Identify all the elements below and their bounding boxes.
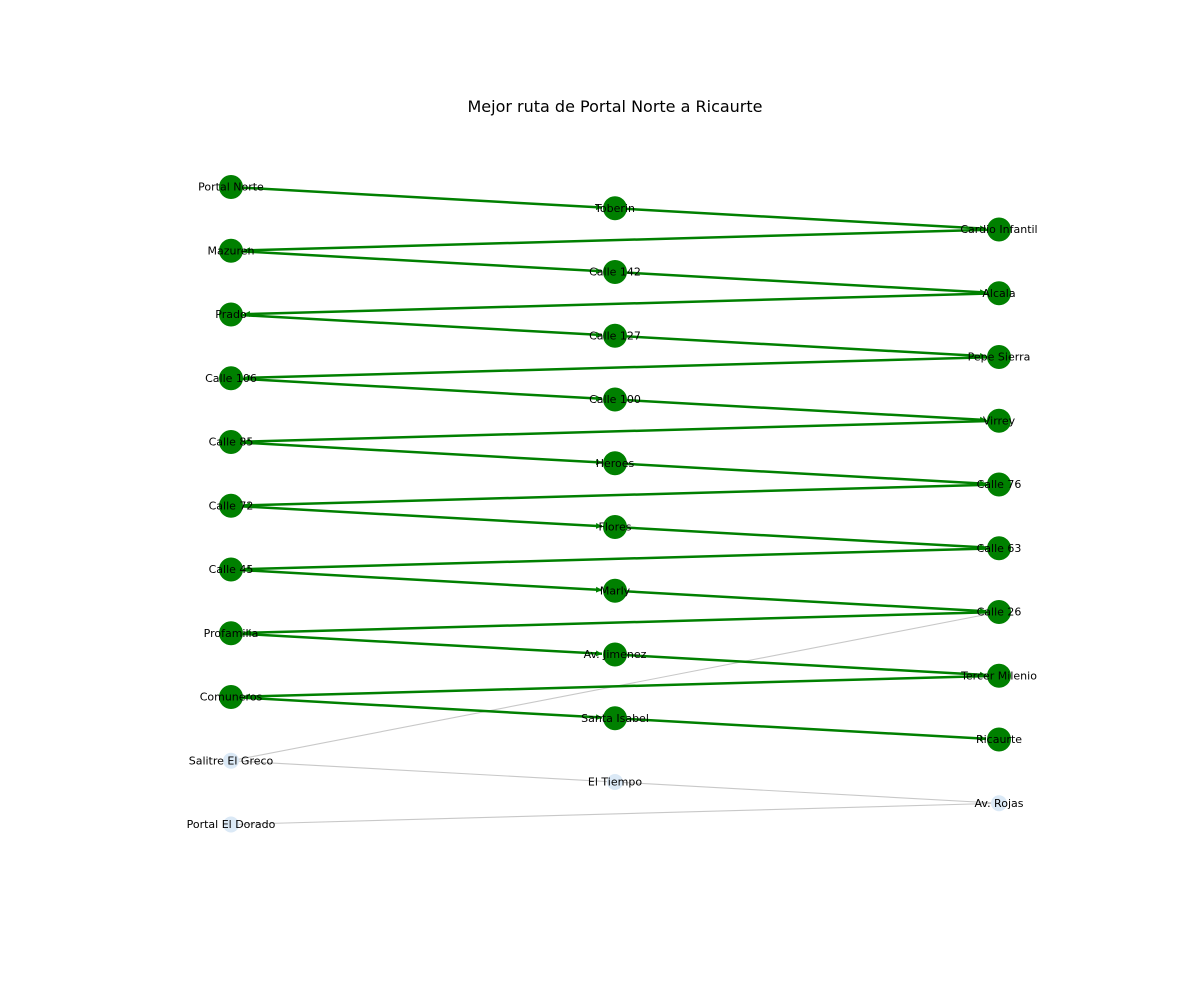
node-mazuren xyxy=(219,238,243,263)
route-edge-virrey-to-calle-85 xyxy=(243,419,1000,445)
route-edge-mazuren-to-calle-142 xyxy=(230,249,603,274)
node-el-tiempo xyxy=(607,774,623,790)
node-profamilia xyxy=(219,621,243,646)
route-edge-prado-to-calle-127 xyxy=(230,313,603,338)
node-label-calle-127: Calle 127 xyxy=(589,329,641,342)
node-label-tercer-milenio: Tercer Milenio xyxy=(960,669,1037,682)
node-label-ricaurte: Ricaurte xyxy=(976,733,1022,746)
route-edge-av-jimenez-to-tercer-milenio xyxy=(614,653,987,678)
node-ricaurte xyxy=(987,727,1011,752)
node-label-calle-142: Calle 142 xyxy=(589,266,641,279)
node-label-toberin: Toberin xyxy=(594,202,635,215)
node-label-calle-76: Calle 76 xyxy=(977,478,1022,491)
node-portal-norte xyxy=(219,175,243,199)
node-tercer-milenio xyxy=(987,663,1011,688)
node-pepe-sierra xyxy=(987,345,1011,369)
node-comuneros xyxy=(219,685,243,709)
node-av-jimenez xyxy=(603,642,627,667)
node-flores xyxy=(603,515,627,539)
node-label-calle-106: Calle 106 xyxy=(205,372,257,385)
route-edge-santa-isabel-to-ricaurte xyxy=(614,717,987,742)
route-edge-calle-72-to-flores xyxy=(230,504,603,529)
node-portal-el-dorado xyxy=(223,816,239,833)
node-label-calle-85: Calle 85 xyxy=(209,436,254,449)
node-calle-26 xyxy=(987,600,1011,624)
route-edge-profamilia-to-av-jimenez xyxy=(230,632,603,657)
route-edge-calle-106-to-calle-100 xyxy=(230,377,603,402)
node-alcala xyxy=(987,281,1011,306)
node-label-av-jimenez: Av. Jimenez xyxy=(584,648,647,661)
node-label-portal-norte: Portal Norte xyxy=(198,181,264,194)
node-label-prado: Prado xyxy=(215,308,247,321)
node-santa-isabel xyxy=(603,706,627,731)
node-calle-72 xyxy=(219,493,243,518)
node-label-comuneros: Comuneros xyxy=(200,691,263,704)
node-label-profamilia: Profamilia xyxy=(204,627,259,640)
route-edge-alcala-to-prado xyxy=(243,292,1000,317)
node-label-heroes: Heroes xyxy=(596,457,635,470)
node-calle-85 xyxy=(219,430,243,454)
node-calle-63 xyxy=(987,536,1011,561)
node-calle-142 xyxy=(603,260,627,284)
node-virrey xyxy=(987,408,1011,433)
node-label-portal-el-dorado: Portal El Dorado xyxy=(187,818,276,831)
route-edge-heroes-to-calle-76 xyxy=(614,462,987,487)
route-edge-comuneros-to-santa-isabel xyxy=(230,695,603,721)
route-edge-calle-26-to-profamilia xyxy=(243,610,1000,636)
route-edge-pepe-sierra-to-calle-106 xyxy=(243,355,1000,381)
node-salitre-el-greco xyxy=(223,752,239,769)
node-label-cardio-infantil: Cardio Infantil xyxy=(960,223,1037,236)
route-edges-layer xyxy=(230,185,1000,742)
node-label-flores: Flores xyxy=(599,521,632,534)
node-calle-100 xyxy=(603,387,627,412)
node-label-marly: Marly xyxy=(600,584,631,597)
node-label-calle-26: Calle 26 xyxy=(977,606,1022,619)
nodes-layer xyxy=(219,175,1011,833)
route-edge-marly-to-calle-26 xyxy=(614,589,987,614)
node-prado xyxy=(219,302,243,327)
route-edge-calle-76-to-calle-72 xyxy=(243,483,1000,509)
node-marly xyxy=(603,578,627,603)
node-label-virrey: Virrey xyxy=(983,414,1016,427)
node-label-santa-isabel: Santa Isabel xyxy=(581,712,649,725)
route-edge-calle-85-to-heroes xyxy=(230,440,603,466)
route-edge-calle-63-to-calle-45 xyxy=(243,547,1000,572)
node-label-el-tiempo: El Tiempo xyxy=(588,776,642,789)
node-cardio-infantil xyxy=(987,217,1011,242)
node-label-calle-45: Calle 45 xyxy=(209,563,254,576)
node-calle-106 xyxy=(219,366,243,391)
node-label-mazuren: Mazuren xyxy=(208,244,255,257)
node-heroes xyxy=(603,451,627,476)
node-calle-45 xyxy=(219,557,243,582)
edge-portal-el-dorado-to-av-rojas xyxy=(230,802,1000,826)
node-label-pepe-sierra: Pepe Sierra xyxy=(968,351,1031,364)
route-edge-calle-127-to-pepe-sierra xyxy=(614,334,987,359)
node-calle-76 xyxy=(987,472,1011,497)
route-edge-toberin-to-cardio-infantil xyxy=(614,207,987,232)
node-av-rojas xyxy=(991,795,1007,812)
route-edge-cardio-infantil-to-mazuren xyxy=(243,228,1000,254)
node-label-av-rojas: Av. Rojas xyxy=(975,797,1024,810)
node-label-alcala: Alcala xyxy=(982,287,1015,300)
node-label-calle-72: Calle 72 xyxy=(209,499,254,512)
node-label-salitre-el-greco: Salitre El Greco xyxy=(189,754,274,767)
node-label-calle-63: Calle 63 xyxy=(977,542,1022,555)
node-label-calle-100: Calle 100 xyxy=(589,393,641,406)
node-calle-127 xyxy=(603,323,627,348)
chart-title: Mejor ruta de Portal Norte a Ricaurte xyxy=(468,97,763,116)
node-toberin xyxy=(603,196,627,221)
route-edge-flores-to-calle-63 xyxy=(614,525,987,551)
route-edge-tercer-milenio-to-comuneros xyxy=(243,674,1000,700)
route-edge-calle-45-to-marly xyxy=(230,568,603,593)
route-edge-calle-100-to-virrey xyxy=(614,398,987,423)
route-edge-portal-norte-to-toberin xyxy=(230,185,603,211)
route-edge-calle-142-to-alcala xyxy=(614,270,987,296)
